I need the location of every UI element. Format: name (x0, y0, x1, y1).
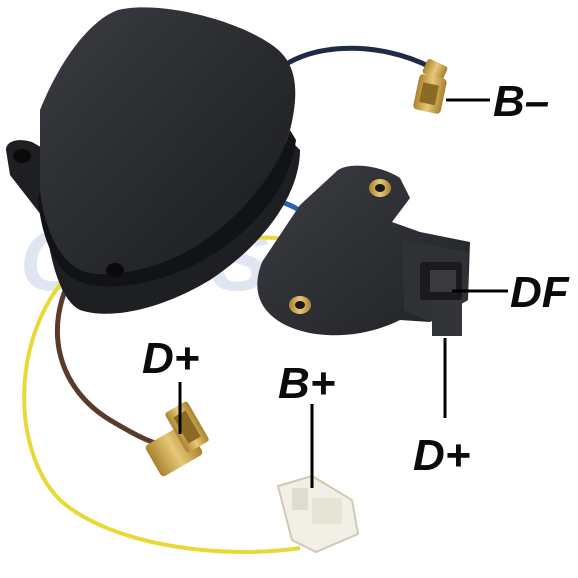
label-d-plus-right: D+ (413, 431, 470, 480)
label-b-minus: B– (493, 77, 549, 126)
b-plus-connector (276, 474, 360, 554)
brush-holder (257, 165, 470, 336)
regulator-housing (6, 7, 300, 314)
yellow-wire (22, 266, 301, 554)
label-b-plus: B+ (278, 359, 335, 408)
label-df: DF (510, 268, 570, 317)
d-plus-left-terminal (145, 401, 209, 477)
label-d-plus-left: D+ (142, 334, 199, 383)
b-minus-terminal (413, 59, 448, 114)
